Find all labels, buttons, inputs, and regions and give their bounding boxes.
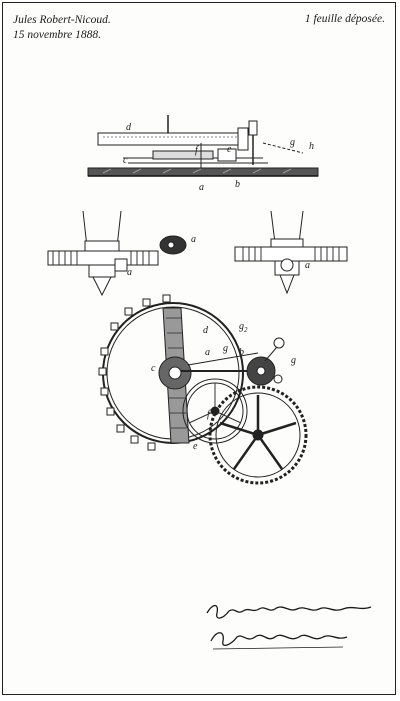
handwritten-signature: [206, 604, 372, 650]
label-h-top: h: [309, 141, 314, 152]
patent-sheet: Jules Robert-Nicoud. 15 novembre 1888. 1…: [2, 2, 396, 695]
label-a-left: a: [127, 267, 132, 278]
label-a-small: a: [191, 234, 196, 245]
figure-small-roller: [159, 235, 187, 255]
mechanism-drawing: d g h e f c a b a: [47, 115, 348, 485]
label-f-wheel: f: [207, 409, 211, 420]
label-e-wheel: e: [193, 441, 198, 452]
base-plate: [87, 167, 319, 177]
label-d-top: d: [126, 122, 132, 133]
inventor-name: Jules Robert-Nicoud.: [13, 14, 111, 26]
label-a-wheel: a: [205, 347, 210, 358]
header-left: Jules Robert-Nicoud. 15 novembre 1888.: [13, 13, 111, 43]
label-d-wheel: d: [203, 325, 209, 336]
label-a-right: a: [305, 260, 310, 271]
sheet-count: 1 feuille déposée.: [304, 13, 385, 25]
label-a-base: a: [199, 182, 204, 193]
label-g-wheel: g: [223, 343, 228, 354]
balance-bar: [97, 132, 249, 146]
label-g-right: g: [291, 355, 296, 366]
label-c-wheel: c: [151, 363, 156, 374]
figure-left-detail: [47, 210, 159, 297]
figure-right-detail: [234, 210, 348, 295]
filing-date: 15 novembre 1888.: [13, 29, 102, 41]
label-f-top: f: [195, 145, 199, 156]
label-e-top: e: [227, 144, 232, 155]
label-g-top: g: [290, 137, 295, 148]
figure-side-elevation: [87, 115, 319, 177]
label-g2-wheel: g2: [239, 321, 248, 334]
label-b-base: b: [235, 179, 240, 190]
label-b-wheel: b: [239, 347, 244, 358]
figure-escapement-plan: [98, 294, 308, 485]
label-c-top: c: [123, 155, 128, 166]
